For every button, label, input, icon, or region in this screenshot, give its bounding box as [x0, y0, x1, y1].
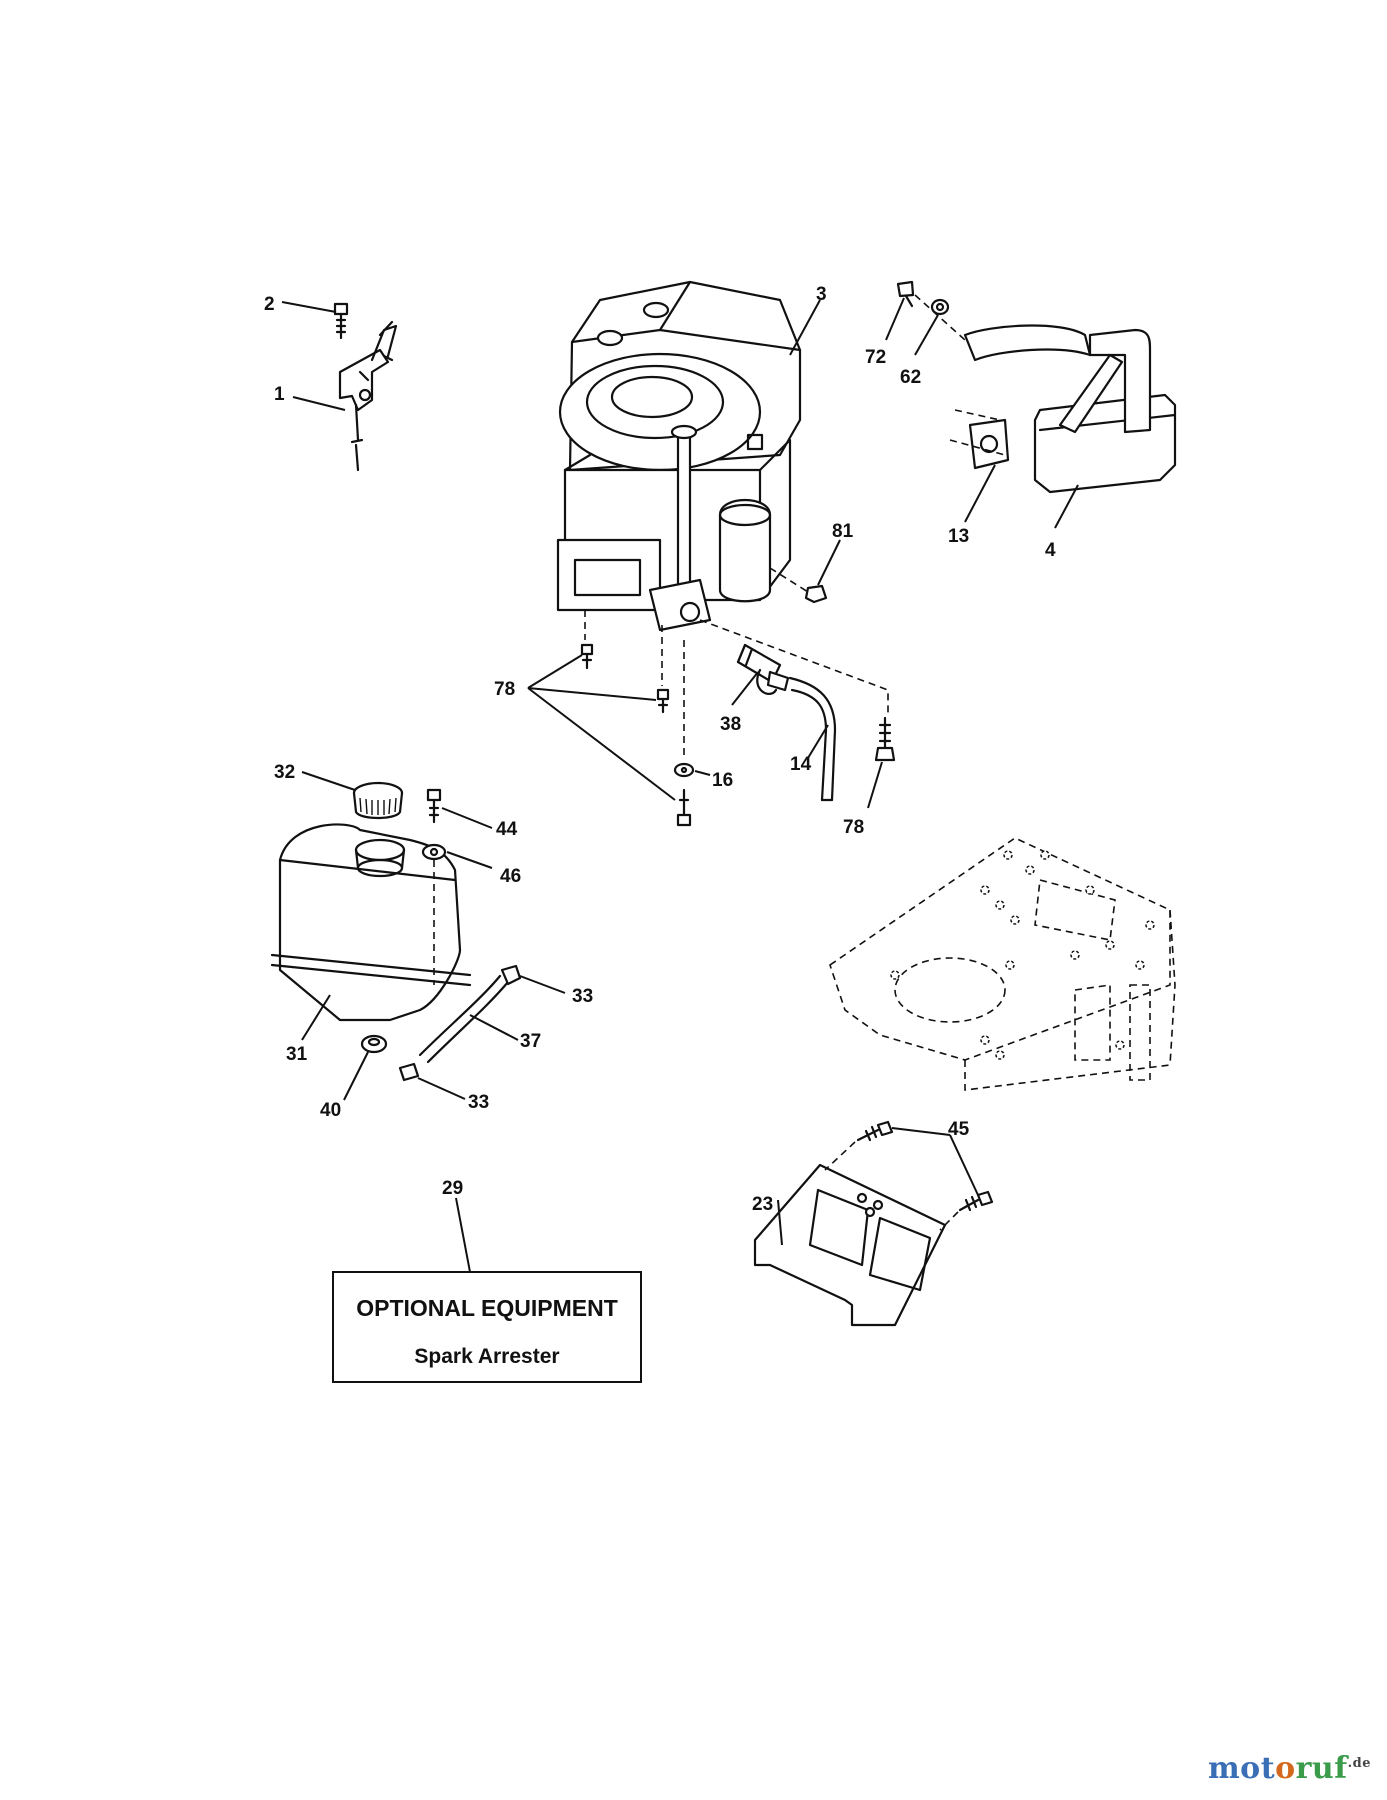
washer-part-16: [673, 762, 695, 778]
clamp-part-33a: [500, 964, 522, 986]
callout-33a: 33: [572, 986, 593, 1007]
leader-16: [694, 770, 711, 776]
leader-78r: [867, 761, 883, 809]
leader-33a: [519, 975, 566, 994]
bolt-part-78a: [580, 643, 594, 670]
callout-16: 16: [712, 770, 733, 791]
callout-38: 38: [720, 714, 741, 735]
leader-31: [301, 994, 331, 1041]
leader-37: [469, 1014, 519, 1041]
leader-33b: [417, 1077, 466, 1100]
leader-46: [446, 851, 493, 869]
optional-equipment-title: OPTIONAL EQUIPMENT: [356, 1295, 618, 1321]
callout-46: 46: [500, 866, 521, 887]
callout-33b: 33: [468, 1092, 489, 1113]
callout-40: 40: [320, 1100, 341, 1121]
callout-4: 4: [1045, 540, 1056, 561]
dash-muffler: [914, 294, 1006, 456]
callout-13: 13: [948, 526, 969, 547]
leader-78-multi: [527, 654, 676, 801]
muffler-part: [963, 324, 1177, 494]
fuel-line-part: [788, 676, 837, 802]
engine-part: [556, 280, 802, 632]
leader-40: [343, 1051, 369, 1101]
leader-32: [301, 771, 356, 791]
throttle-control-part: [338, 320, 398, 472]
callout-1: 1: [274, 384, 285, 405]
dash-engine-78r: [699, 619, 889, 715]
frame-outline: [829, 837, 1176, 1091]
callout-32: 32: [274, 762, 295, 783]
callout-45: 45: [948, 1119, 970, 1140]
gasket-part-13: [968, 418, 1010, 470]
callout-72: 72: [865, 347, 886, 368]
callout-31: 31: [286, 1044, 308, 1065]
callout-81: 81: [832, 521, 854, 542]
leader-4: [1054, 484, 1079, 529]
leader-72: [885, 297, 905, 341]
bolt-part-72: [896, 280, 915, 308]
leader-1: [292, 396, 346, 411]
callout-62: 62: [900, 367, 921, 388]
leader-45: [891, 1127, 979, 1196]
nut-part-81: [804, 584, 828, 604]
motoruf-logo: motoruf.de: [1207, 1751, 1371, 1786]
leader-62: [914, 314, 939, 356]
bolt-part-78b: [656, 688, 670, 714]
clamp-part-33b: [398, 1062, 420, 1082]
dash-engine-81: [769, 567, 809, 593]
bolt-part-78c: [874, 716, 896, 762]
fuel-line-part-37: [418, 974, 510, 1064]
callout-14: 14: [790, 754, 812, 775]
gasket-part-62: [930, 298, 950, 316]
leader-13: [964, 464, 996, 523]
grommet-part-40: [360, 1034, 388, 1054]
spark-arrester-label: Spark Arrester: [414, 1345, 559, 1368]
bolt-part-45a: [856, 1120, 894, 1142]
leader-14: [807, 724, 829, 759]
callout-78a: 78: [494, 679, 515, 700]
leader-2: [281, 301, 337, 313]
leader-3: [789, 299, 821, 356]
dash-bolt45b: [939, 1211, 959, 1231]
screw-part-2: [333, 302, 349, 340]
washer-part-46: [421, 843, 447, 861]
leader-81: [817, 539, 841, 586]
screw-part-44: [426, 788, 442, 824]
dash-bolt45a: [824, 1141, 856, 1171]
fuel-filter-part: [736, 643, 790, 695]
callout-37: 37: [520, 1031, 541, 1052]
leader-44: [441, 807, 493, 829]
callout-3: 3: [816, 284, 827, 305]
callout-78b: 78: [843, 817, 864, 838]
callout-44: 44: [496, 819, 518, 840]
callout-23: 23: [752, 1194, 773, 1215]
bolt-part-45b: [958, 1190, 994, 1212]
callout-2: 2: [264, 294, 275, 315]
optional-equipment-box: [332, 1271, 642, 1383]
bolt-part-78d: [676, 788, 692, 827]
callout-29: 29: [442, 1178, 463, 1199]
leader-23: [777, 1199, 783, 1246]
leader-29: [455, 1197, 471, 1273]
shield-bracket-part: [753, 1163, 947, 1327]
fuel-cap-part: [352, 781, 404, 820]
leader-38: [731, 671, 759, 706]
